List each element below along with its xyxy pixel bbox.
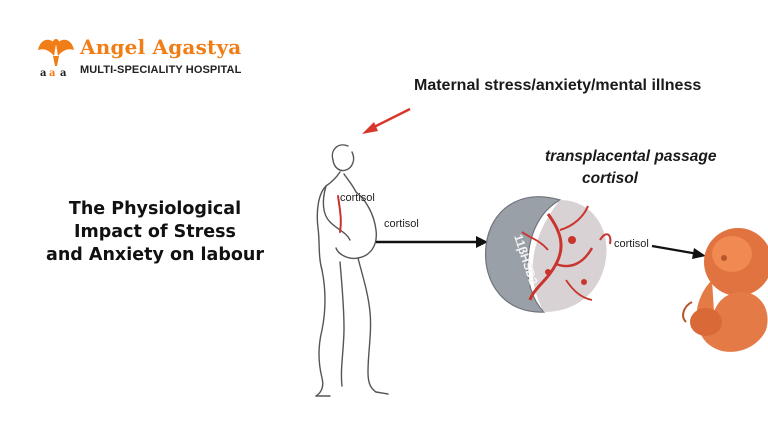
fetus-illustration bbox=[682, 228, 768, 352]
placenta-illustration: 11βHSD2 bbox=[484, 196, 612, 313]
hospital-logo: a a a Angel Agastya MULTI-SPECIALITY HOS… bbox=[36, 34, 276, 82]
pregnant-woman-outline bbox=[315, 144, 389, 397]
hospital-tagline: MULTI-SPECIALITY HOSPITAL bbox=[80, 64, 242, 76]
stress-arrow bbox=[362, 107, 411, 134]
hospital-name: Angel Agastya bbox=[80, 35, 242, 59]
cortisol-arrow-2 bbox=[651, 244, 706, 259]
svg-text:a: a bbox=[40, 68, 47, 78]
cortisol-arrow-1 bbox=[376, 236, 488, 248]
svg-text:a: a bbox=[60, 68, 67, 78]
headline-line-2: Impact of Stress bbox=[74, 222, 236, 242]
headline-line-3: and Anxiety on labour bbox=[46, 245, 264, 265]
angel-wings-icon: a a a bbox=[38, 39, 74, 78]
headline-line-1: The Physiological bbox=[68, 199, 242, 219]
page-headline: The Physiological Impact of Stress and A… bbox=[20, 198, 290, 267]
transplacental-label: transplacental passage bbox=[545, 148, 717, 165]
cortisol-label-arrow-1: cortisol bbox=[384, 218, 419, 230]
svg-text:a: a bbox=[49, 68, 56, 78]
transplacental-cortisol-label: cortisol bbox=[582, 170, 638, 187]
cortisol-label-body: cortisol bbox=[340, 192, 375, 204]
cortisol-label-arrow-2: cortisol bbox=[614, 238, 649, 250]
maternal-stress-label: Maternal stress/anxiety/mental illness bbox=[414, 77, 702, 94]
